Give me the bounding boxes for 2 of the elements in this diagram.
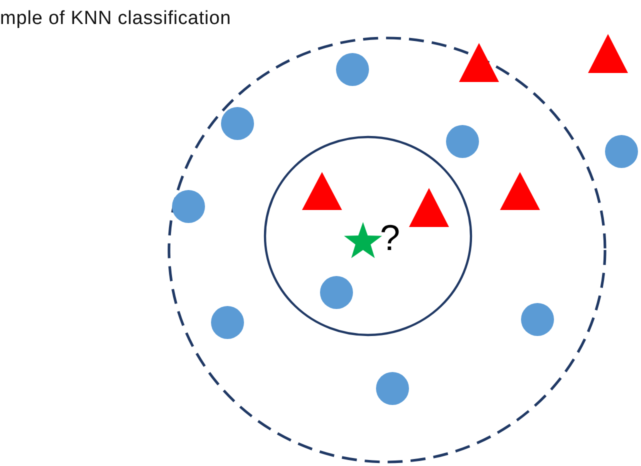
diagram-title: mple of KNN classification [0,8,232,30]
question-mark: ? [380,220,400,256]
